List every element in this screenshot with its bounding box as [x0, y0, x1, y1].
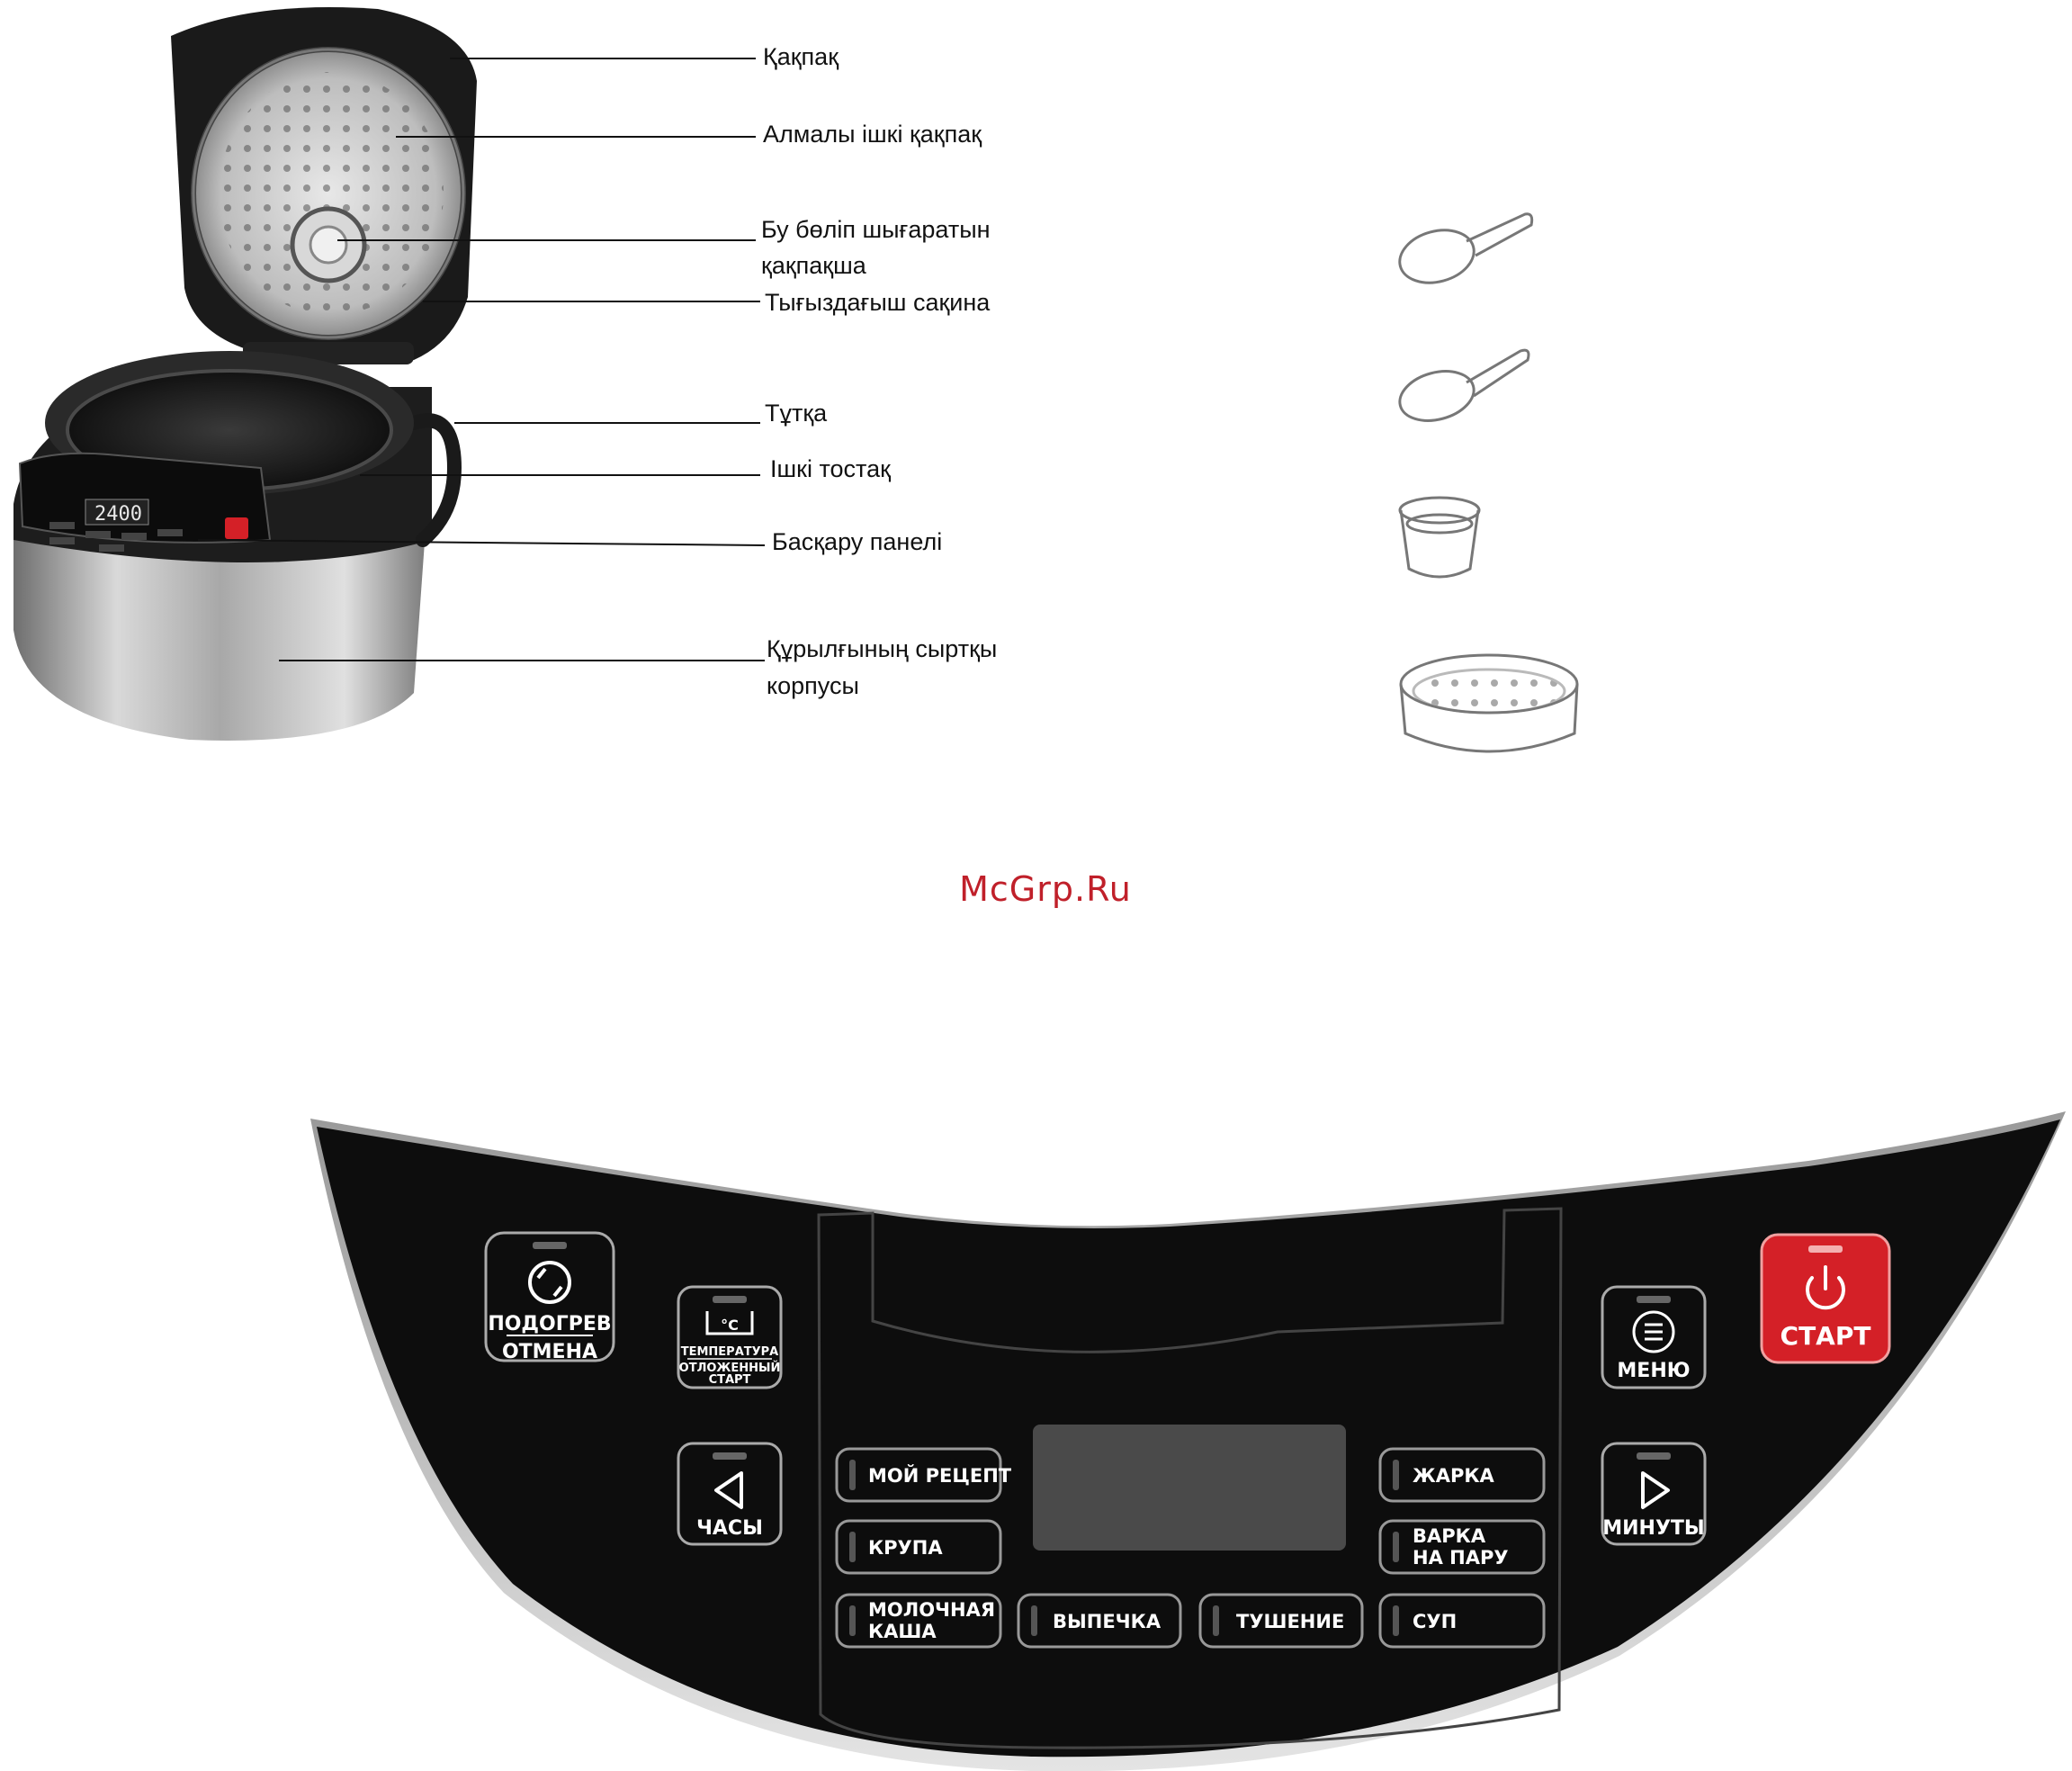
steam-label-1: ВАРКА [1413, 1525, 1486, 1547]
label-inner-lid: Алмалы ішкі қақпақ [763, 121, 982, 148]
label-control-panel: Басқару панелі [772, 528, 942, 555]
part-labels: Қақпақ Алмалы ішкі қақпақ Бу бөліп шығар… [761, 43, 997, 699]
label-steam-valve-2: қақпақша [761, 252, 867, 279]
multicooker-illustration: 2400 [13, 7, 477, 741]
label-body-1: Құрылғының сыртқы [767, 635, 997, 662]
menu-label: МЕНЮ [1617, 1360, 1690, 1382]
label-steam-valve-1: Бу бөліп шығаратын [761, 216, 991, 243]
baking-label: ВЫПЕЧКА [1053, 1611, 1162, 1632]
delay-start-label: СТАРТ [709, 1373, 751, 1387]
label-lid: Қақпақ [763, 43, 839, 70]
svg-text:°C: °C [721, 1317, 739, 1334]
start-button[interactable]: СТАРТ [1762, 1235, 1889, 1362]
temperature-label: ТЕМПЕРАТУРА [681, 1345, 779, 1359]
control-panel: ПОДОГРЕВ ОТМЕНА °C ТЕМПЕРАТУРА ОТЛОЖЕННЫ… [310, 1111, 2066, 1771]
soup-ladle-icon [1395, 350, 1529, 428]
steamer-basket-icon [1401, 655, 1577, 751]
milk-porridge-label-1: МОЛОЧНАЯ [868, 1599, 995, 1621]
panel-display [1033, 1425, 1346, 1551]
frying-label: ЖАРКА [1413, 1465, 1495, 1487]
label-body-2: корпусы [767, 672, 859, 699]
measuring-cup-icon [1400, 498, 1479, 577]
label-seal-ring: Тығыздағыш сақина [765, 289, 991, 316]
device-display: 2400 [94, 503, 142, 526]
warm-label: ПОДОГРЕВ [488, 1313, 611, 1335]
soup-label: СУП [1413, 1611, 1457, 1632]
steam-label-2: НА ПАРУ [1413, 1547, 1509, 1569]
label-inner-bowl: Ішкі тостақ [770, 455, 891, 482]
milk-porridge-label-2: КАША [868, 1621, 937, 1642]
my-recipe-label: МОЙ РЕЦЕПТ [868, 1464, 1012, 1487]
minutes-label: МИНУТЫ [1602, 1517, 1704, 1540]
accessories [1394, 214, 1577, 751]
label-handle: Тұтқа [765, 400, 828, 427]
cancel-label: ОТМЕНА [502, 1341, 597, 1363]
start-label: СТАРТ [1780, 1321, 1871, 1351]
stewing-label: ТУШЕНИЕ [1236, 1611, 1344, 1632]
grain-label: КРУПА [868, 1537, 943, 1559]
hours-label: ЧАСЫ [696, 1517, 763, 1540]
rice-spoon-icon [1394, 214, 1532, 291]
watermark: McGrp.Ru [959, 869, 1132, 909]
device-start-button [225, 517, 248, 539]
